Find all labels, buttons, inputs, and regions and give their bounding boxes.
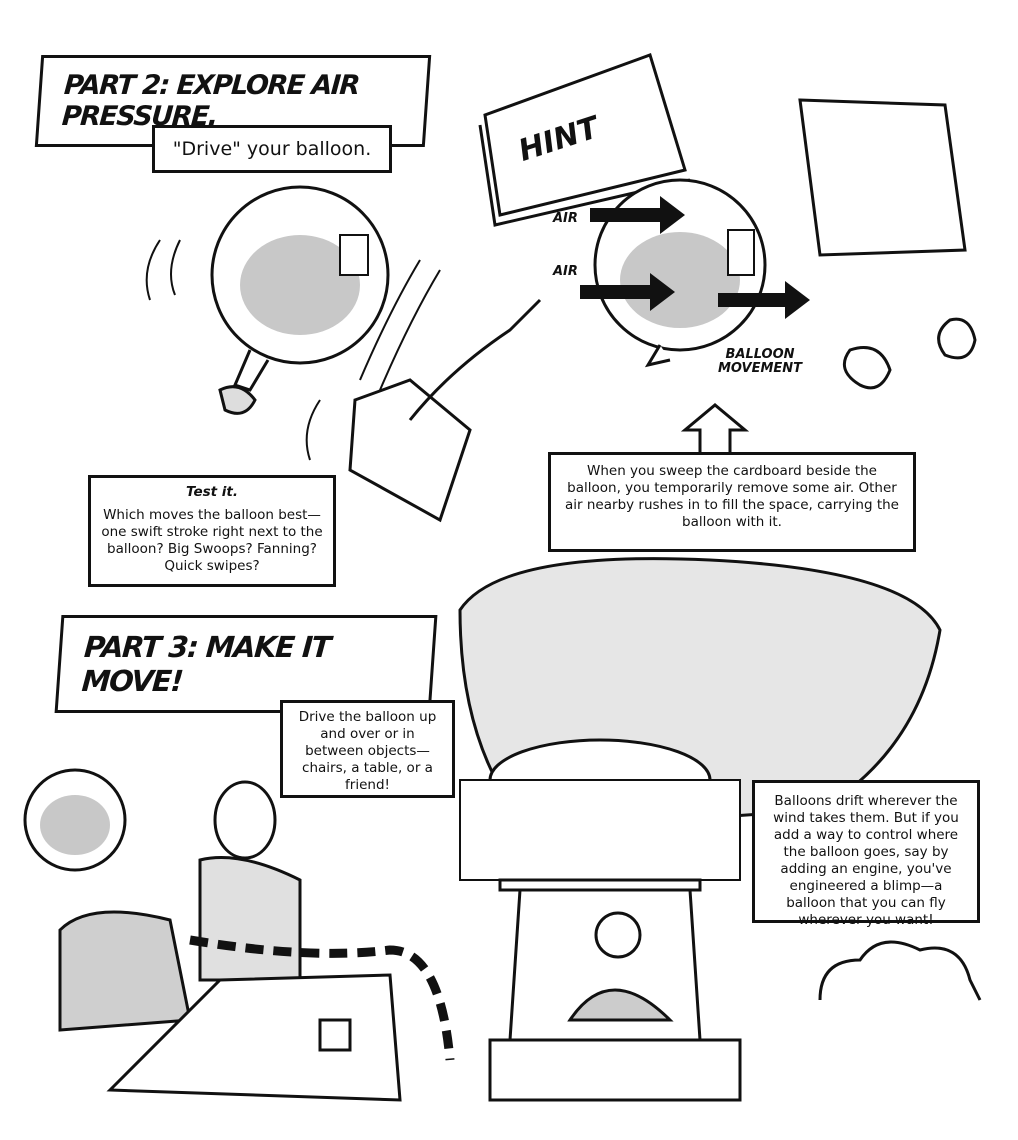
air-arrows xyxy=(580,196,810,319)
air-label-1: AIR xyxy=(553,211,578,226)
test-it-options: one swift stroke right next to the ballo… xyxy=(101,524,323,574)
falling-cardboard-drawing xyxy=(798,98,977,390)
hint-book-drawing xyxy=(478,53,691,227)
test-it-box: Test it. Which moves the balloon best— o… xyxy=(88,475,336,587)
test-it-question: Which moves the balloon best— xyxy=(103,507,321,523)
part2-subtitle: "Drive" your balloon. xyxy=(152,125,392,173)
balloon-movement-label: BALLOON MOVEMENT xyxy=(717,347,803,376)
hot-air-balloon-drawing xyxy=(458,557,942,1102)
cloud-drawing xyxy=(818,940,982,1001)
balloon-drawing-left xyxy=(210,185,390,415)
part3-title: PART 3: MAKE IT MOVE! xyxy=(54,615,438,713)
test-it-heading: Test it. xyxy=(185,484,239,500)
balloon-drawing-hint xyxy=(593,178,767,368)
cardboard-hand-drawing xyxy=(145,239,542,523)
blimp-text: Balloons drift wherever the wind takes t… xyxy=(752,780,980,928)
up-arrow xyxy=(680,403,750,460)
girl-desk-drawing xyxy=(23,768,455,1102)
hint-explanation: When you sweep the cardboard beside the … xyxy=(548,452,916,552)
air-label-2: AIR xyxy=(553,264,578,279)
drive-balloon-text: Drive the balloon up and over or in betw… xyxy=(280,700,455,798)
